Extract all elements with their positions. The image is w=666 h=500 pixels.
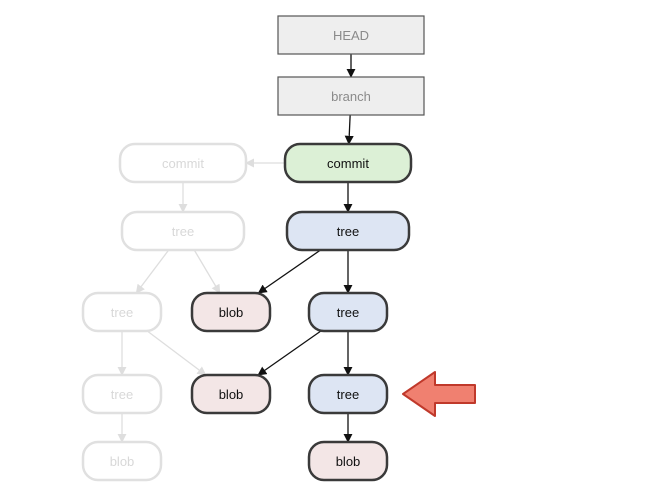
- node-tree2-label: tree: [337, 305, 359, 320]
- node-tree3: tree: [307, 373, 389, 415]
- node-tree1: tree: [285, 210, 411, 252]
- node-old-tree3: tree: [81, 373, 163, 415]
- node-old-tree3-label: tree: [111, 387, 133, 402]
- node-tree3-box: [307, 373, 389, 415]
- node-tree2: tree: [307, 291, 389, 333]
- node-blob2-label: blob: [219, 387, 244, 402]
- node-old-tree2: tree: [81, 291, 163, 333]
- node-old-tree1: tree: [120, 210, 246, 252]
- node-old-tree2-label: tree: [111, 305, 133, 320]
- node-old-tree1-box: [120, 210, 246, 252]
- node-blob3: blob: [307, 440, 389, 482]
- node-tree1-label: tree: [337, 224, 359, 239]
- edges: [117, 54, 356, 443]
- node-head-label: HEAD: [333, 28, 369, 43]
- node-old-commit-box: [118, 142, 248, 184]
- edge-old-tree1-to-blob1: [193, 249, 221, 294]
- node-commit-box: [283, 142, 413, 184]
- node-old-tree1-label: tree: [172, 224, 194, 239]
- node-old-commit-label: commit: [162, 156, 204, 171]
- highlight: [402, 371, 476, 417]
- left-arrow-icon: [402, 371, 476, 417]
- node-blob1-label: blob: [219, 305, 244, 320]
- node-branch-box: [277, 76, 425, 116]
- node-branch-label: branch: [331, 89, 371, 104]
- node-old-tree2-box: [81, 291, 163, 333]
- node-old-blob-box: [81, 440, 163, 482]
- node-head: HEAD: [277, 15, 425, 55]
- edge-tree2-to-blob2: [257, 330, 322, 376]
- node-blob1: blob: [190, 291, 272, 333]
- node-old-blob-label: blob: [110, 454, 135, 469]
- node-blob1-box: [190, 291, 272, 333]
- edge-tree1-to-blob1: [257, 249, 321, 294]
- nodes: HEAD branch commit tree blob tree blob tree blob…: [81, 15, 425, 482]
- node-tree3-label: tree: [337, 387, 359, 402]
- node-blob3-label: blob: [336, 454, 361, 469]
- node-blob3-box: [307, 440, 389, 482]
- node-blob2-box: [190, 373, 272, 415]
- node-blob2: blob: [190, 373, 272, 415]
- node-tree2-box: [307, 291, 389, 333]
- edge-old-tree2-to-blob2: [146, 330, 207, 376]
- edge-old-tree1-to-old-tree2: [135, 249, 170, 294]
- edge-branch-to-commit: [344, 114, 354, 145]
- node-old-commit: commit: [118, 142, 248, 184]
- node-old-blob: blob: [81, 440, 163, 482]
- node-old-tree3-box: [81, 373, 163, 415]
- node-commit: commit: [283, 142, 413, 184]
- node-tree1-box: [285, 210, 411, 252]
- node-commit-label: commit: [327, 156, 369, 171]
- node-head-box: [277, 15, 425, 55]
- node-branch: branch: [277, 76, 425, 116]
